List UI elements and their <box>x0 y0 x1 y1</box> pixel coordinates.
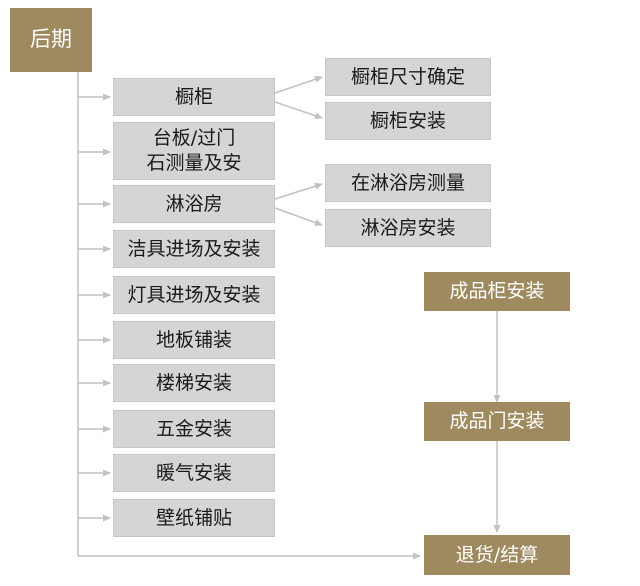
step-return-settlement: 退货/结算 <box>424 535 570 575</box>
step-hardware: 五金安装 <box>113 410 275 448</box>
step-flooring: 地板铺装 <box>113 321 275 359</box>
step-countertop: 台板/过门 石测量及安 <box>113 122 275 180</box>
step-finished-door: 成品门安装 <box>424 402 570 441</box>
step-wallpaper: 壁纸铺贴 <box>113 499 275 537</box>
arrow-cabinet-install <box>274 101 323 120</box>
arrow-cabinet-size <box>274 75 323 94</box>
step-finished-cabinet: 成品柜安装 <box>424 272 570 311</box>
arrow-shower-install <box>274 207 323 226</box>
root-node-houqi: 后期 <box>10 8 92 72</box>
substep-cabinet-install: 橱柜安装 <box>325 102 491 140</box>
step-shower: 淋浴房 <box>113 185 275 223</box>
substep-cabinet-size: 橱柜尺寸确定 <box>325 58 491 96</box>
step-countertop-line-1: 台板/过门 <box>152 127 236 150</box>
arrow-shower-measure <box>274 182 323 200</box>
step-countertop-line-2: 石测量及安 <box>146 152 242 174</box>
substep-shower-install: 淋浴房安装 <box>325 209 491 247</box>
step-lighting: 灯具进场及安装 <box>113 276 275 314</box>
substep-shower-measure: 在淋浴房测量 <box>325 164 491 202</box>
step-stairs: 楼梯安装 <box>113 364 275 402</box>
step-heating: 暖气安装 <box>113 454 275 492</box>
step-sanitary: 洁具进场及安装 <box>113 230 275 268</box>
step-cabinet: 橱柜 <box>113 78 275 116</box>
